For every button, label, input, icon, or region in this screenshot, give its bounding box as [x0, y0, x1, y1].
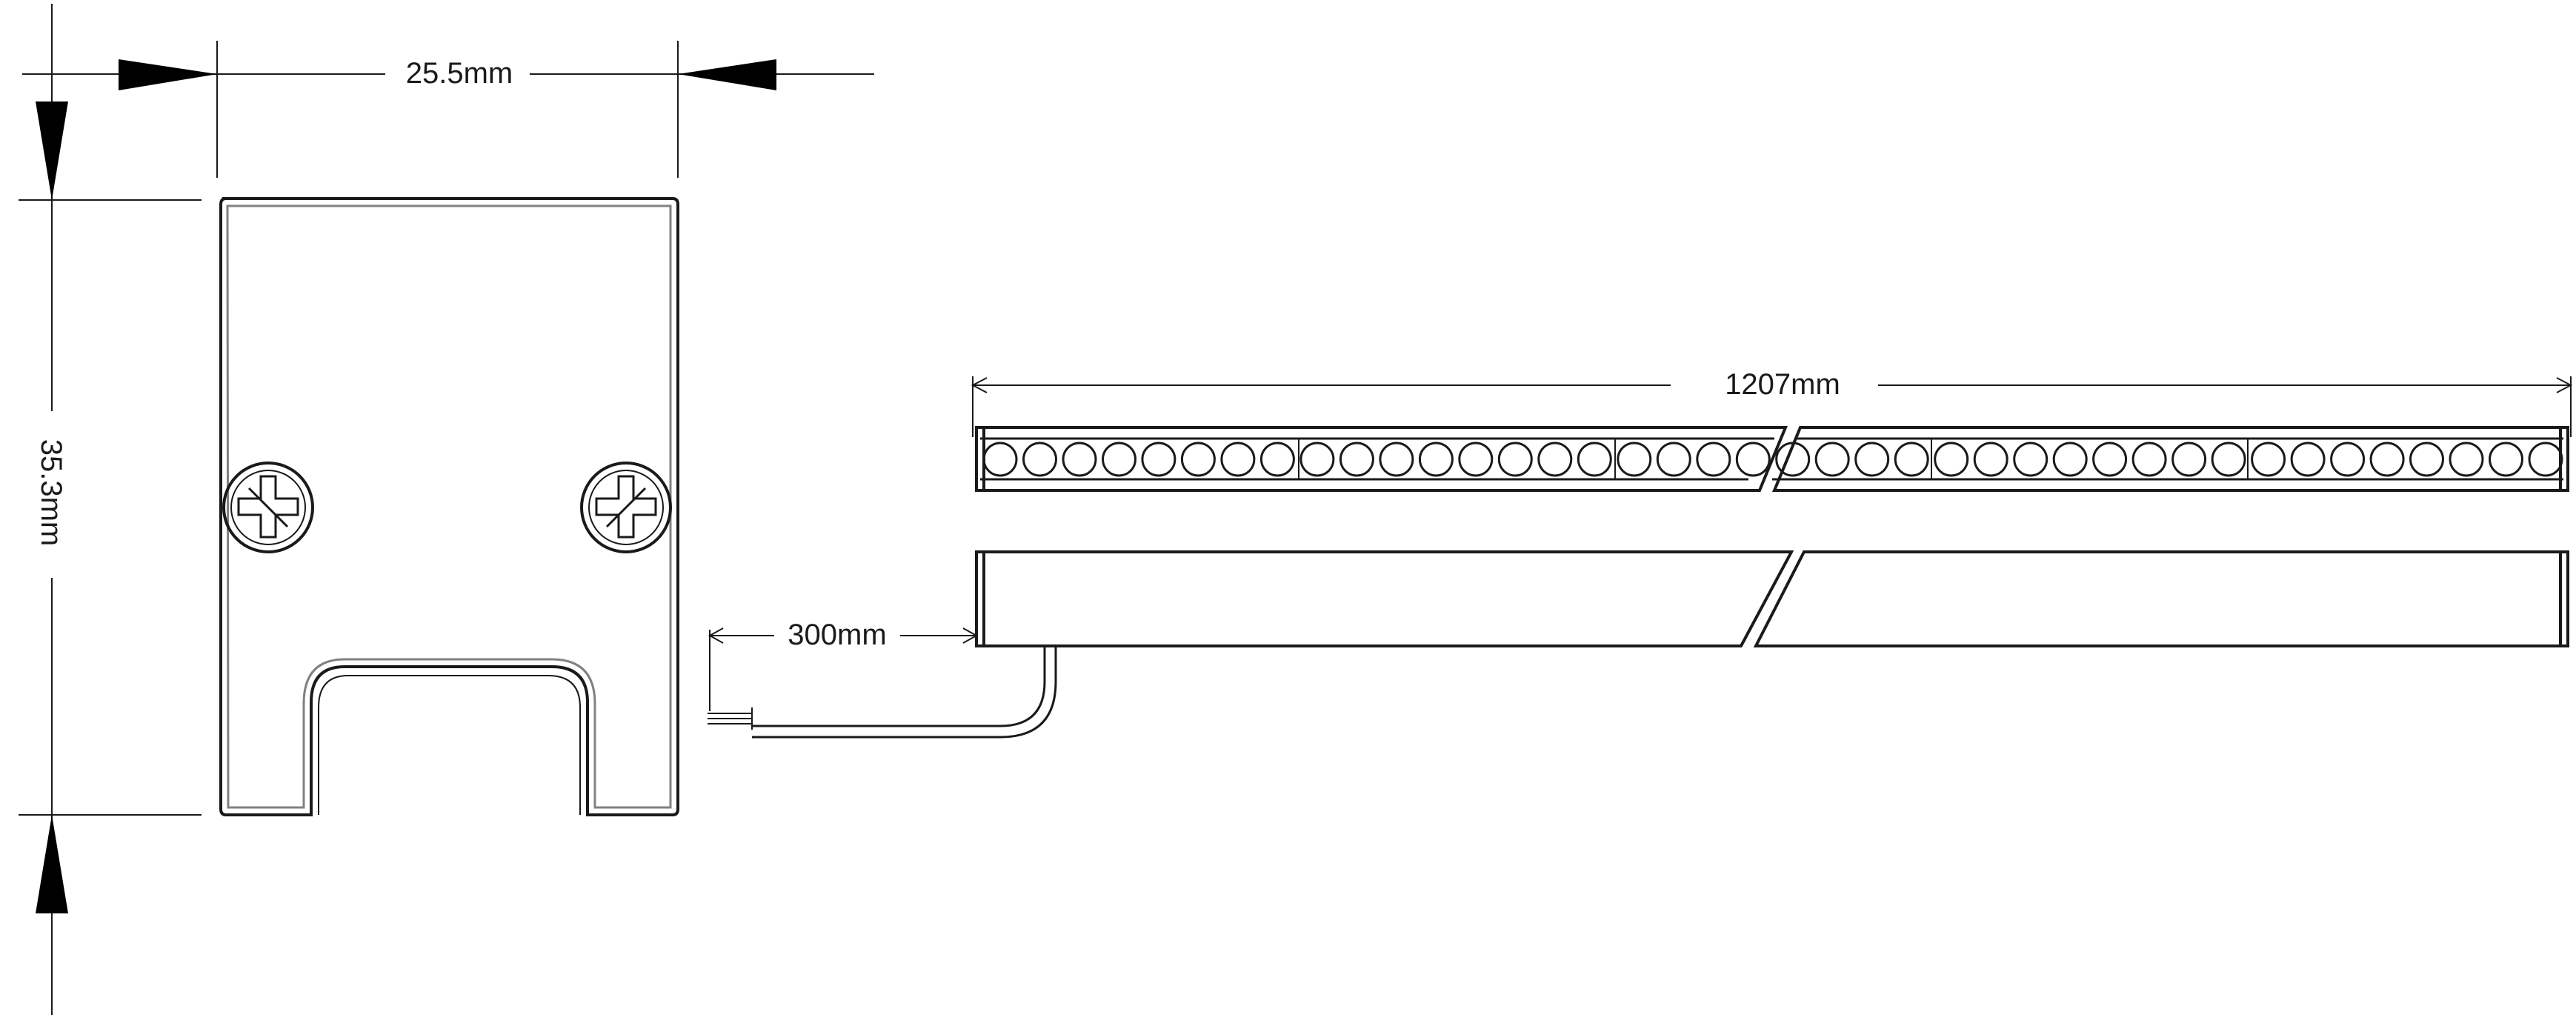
led-circle: [1735, 442, 1771, 477]
led-circle: [1854, 442, 1890, 477]
led-circle: [2013, 442, 2049, 477]
length-dimension: 1207mm: [971, 368, 2573, 437]
height-dimension: 35.3mm: [35, 4, 68, 1015]
arrowhead: [36, 101, 68, 200]
led-circle: [1062, 442, 1097, 477]
fixture-length-label: 1207mm: [1725, 368, 1840, 401]
led-circle: [1180, 442, 1216, 477]
led-circle: [1102, 442, 1136, 477]
led-circle: [982, 442, 1018, 477]
led-circle: [2449, 442, 2484, 477]
arrowhead: [678, 59, 776, 90]
led-circle: [1973, 442, 2008, 477]
led-circle: [2052, 442, 2088, 477]
led-circle: [2092, 442, 2128, 477]
led-circle: [1617, 442, 1652, 477]
led-circle: [1458, 442, 1494, 477]
led-circle: [1894, 442, 1929, 477]
fixture-side-view: 300mm: [708, 550, 2569, 739]
led-circle: [1299, 442, 1335, 477]
led-circle: [1537, 442, 1573, 477]
led-circle: [2171, 442, 2207, 477]
led-circle: [1418, 442, 1454, 477]
led-circle: [1934, 442, 1969, 477]
led-circle: [2369, 442, 2405, 477]
led-circle: [1220, 442, 1256, 477]
cable-length-label: 300mm: [788, 619, 886, 651]
led-circle: [1577, 442, 1612, 477]
led-circle: [1696, 442, 1731, 477]
led-circle: [2489, 442, 2523, 477]
led-circle: [2330, 442, 2366, 477]
led-circle: [1379, 442, 1414, 477]
led-circle: [1497, 442, 1533, 477]
led-circle: [1259, 442, 1295, 477]
mounting-bracket: 25.5mm 35.3mm: [19, 4, 874, 1015]
led-row: [982, 442, 2563, 477]
width-dimension: 25.5mm: [22, 57, 874, 90]
led-circle: [2290, 442, 2326, 477]
arrowhead: [119, 59, 217, 90]
bracket-height-label: 35.3mm: [35, 439, 67, 547]
power-cable: [708, 646, 1057, 739]
bracket-outline: [219, 197, 679, 816]
cable-length-dimension: 300mm: [708, 619, 979, 711]
arrowhead: [36, 815, 68, 913]
led-circle: [2131, 442, 2167, 477]
led-circle: [1656, 442, 1691, 477]
fixture-top-view: 1207mm: [971, 368, 2573, 492]
led-circle: [1814, 442, 1850, 477]
led-circle: [1141, 442, 1176, 477]
led-circle: [1022, 442, 1057, 477]
screw-icon: [222, 462, 314, 553]
led-circle: [2211, 442, 2246, 477]
led-circle: [1339, 442, 1374, 477]
led-circle: [2528, 442, 2563, 477]
screw-icon: [580, 462, 672, 553]
led-circle: [2251, 442, 2286, 477]
led-circle: [1775, 442, 1811, 477]
bracket-width-label: 25.5mm: [406, 57, 513, 90]
led-circle: [2409, 442, 2444, 477]
